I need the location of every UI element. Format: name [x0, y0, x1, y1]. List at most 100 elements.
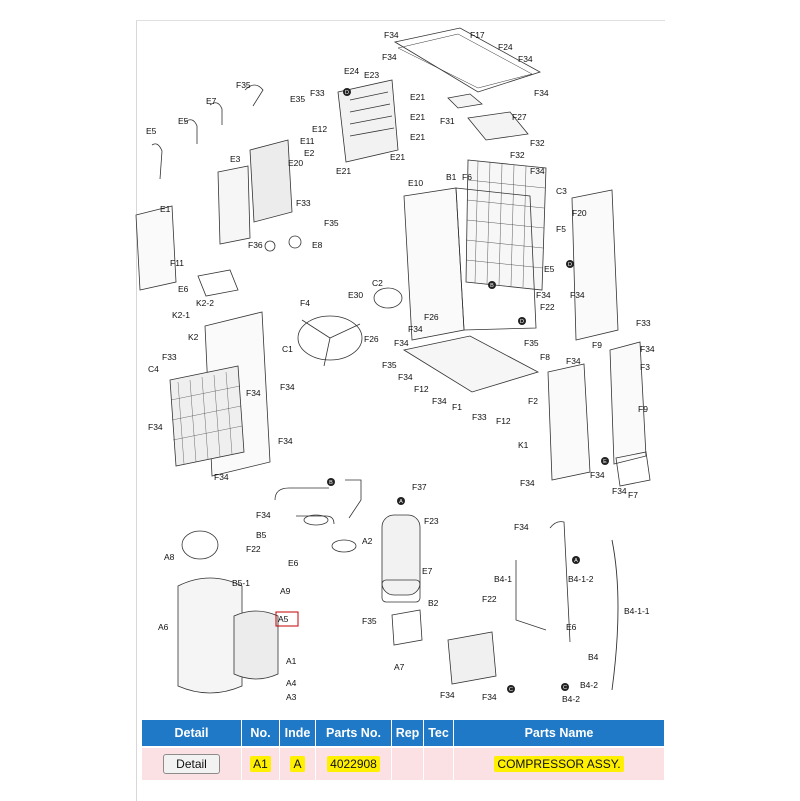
table-row: Detail A1 A 4022908 COMPRESSOR ASSY. [142, 748, 664, 780]
part-label: F34 [570, 290, 585, 300]
section-marker-letter: E [603, 459, 607, 465]
part-label: C1 [282, 344, 293, 354]
side-panel-f2 [547, 363, 591, 481]
part-label: F33 [310, 88, 325, 98]
cell-index: A [280, 748, 316, 780]
section-marker [601, 457, 609, 465]
part-label: C2 [372, 278, 383, 288]
part-label: E21 [390, 152, 405, 162]
section-marker [507, 685, 515, 693]
part-label: F17 [470, 30, 485, 40]
part-label: F8 [540, 352, 550, 362]
part-label: E24 [344, 66, 359, 76]
section-marker-letter: A [574, 558, 578, 564]
part-label: E21 [410, 92, 425, 102]
part-label: F34 [612, 486, 627, 496]
part-label: K2-2 [196, 298, 214, 308]
part-label: E5 [146, 126, 157, 136]
part-label: B4-1 [494, 574, 512, 584]
cell-tec [424, 748, 454, 780]
part-label: E8 [312, 240, 323, 250]
part-label: E6 [288, 558, 299, 568]
part-label: C3 [556, 186, 567, 196]
part-label: F9 [638, 404, 648, 414]
part-label: F34 [408, 324, 423, 334]
part-label: A9 [280, 586, 291, 596]
section-marker [327, 478, 335, 486]
heat-exchanger-grid [465, 159, 547, 291]
part-label: F34 [534, 88, 549, 98]
right-side-panel [571, 189, 619, 341]
part-label: E3 [230, 154, 241, 164]
part-label: B4-2 [580, 680, 598, 690]
pipe-b4-1 [515, 521, 571, 643]
stop-valve-cover [615, 451, 651, 487]
section-marker [397, 497, 405, 505]
bracket-a7 [391, 609, 423, 646]
part-label: F35 [324, 218, 339, 228]
stop-valve-assy [447, 631, 497, 685]
part-label: F34 [566, 356, 581, 366]
part-label: E5 [178, 116, 189, 126]
part-label: F34 [256, 510, 271, 520]
part-label: A2 [362, 536, 373, 546]
side-panel-left [135, 205, 177, 291]
part-label: F34 [214, 472, 229, 482]
part-label: F9 [592, 340, 602, 350]
section-marker-letter: B [490, 283, 494, 289]
part-label: F27 [512, 112, 527, 122]
part-label: K1 [518, 440, 529, 450]
part-label: E20 [288, 158, 303, 168]
cell-rep [392, 748, 424, 780]
section-marker [343, 88, 351, 96]
detail-button[interactable]: Detail [163, 754, 220, 774]
part-label: F32 [510, 150, 525, 160]
insulation-pad [447, 93, 483, 109]
part-label: E7 [422, 566, 433, 576]
part-label: B4-2 [562, 694, 580, 704]
section-marker-letter: D [345, 90, 349, 96]
part-label: F20 [572, 208, 587, 218]
part-label: F37 [412, 482, 427, 492]
part-label: A4 [286, 678, 297, 688]
index-value: A [290, 756, 305, 772]
cell-no: A1 [242, 748, 280, 780]
part-label: F34 [440, 690, 455, 700]
part-label: F33 [296, 198, 311, 208]
header-rep: Rep [392, 720, 424, 746]
part-label: E1 [160, 204, 171, 214]
terminal-board [217, 165, 251, 245]
part-label: F34 [536, 290, 551, 300]
part-label: F35 [382, 360, 397, 370]
part-label: F4 [300, 298, 310, 308]
cell-parts-no: 4022908 [316, 748, 392, 780]
part-label: F34 [148, 422, 163, 432]
section-marker [488, 281, 496, 289]
part-label: A6 [158, 622, 169, 632]
header-index: Inde [280, 720, 316, 746]
part-label: F12 [496, 416, 511, 426]
part-label: F22 [246, 544, 261, 554]
pcb-board [249, 139, 293, 223]
header-detail: Detail [142, 720, 242, 746]
part-label: F32 [530, 138, 545, 148]
section-marker-letter: D [568, 262, 572, 268]
part-label: F34 [640, 344, 655, 354]
pipe-b5 [274, 487, 335, 525]
part-label: F26 [364, 334, 379, 344]
part-label: A8 [164, 552, 175, 562]
header-tec: Tec [424, 720, 454, 746]
cell-parts-name: COMPRESSOR ASSY. [454, 748, 664, 780]
part-label: F33 [162, 352, 177, 362]
part-label: K2 [188, 332, 199, 342]
part-label: E12 [312, 124, 327, 134]
section-marker [561, 683, 569, 691]
part-label: F1 [452, 402, 462, 412]
part-label: B2 [428, 598, 439, 608]
soundproof-cover [177, 577, 243, 694]
part-label: F34 [514, 522, 529, 532]
compressor-a1 [233, 610, 279, 680]
part-label: F34 [530, 166, 545, 176]
parts-table-header: Detail No. Inde Parts No. Rep Tec Parts … [142, 720, 664, 746]
